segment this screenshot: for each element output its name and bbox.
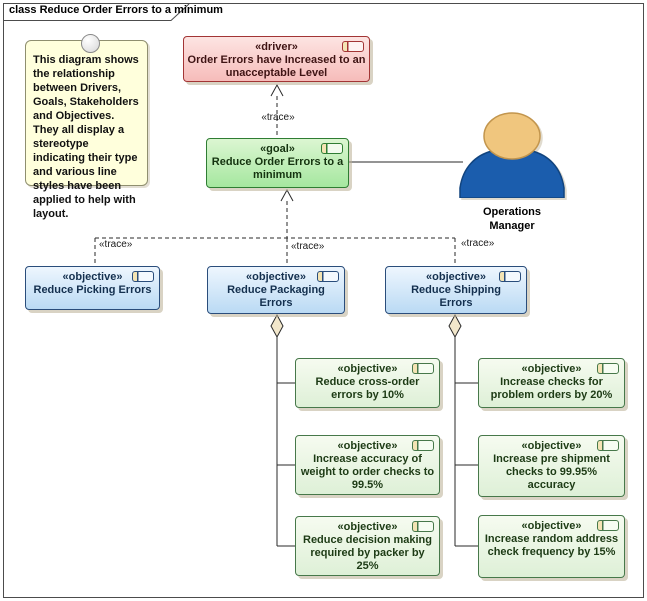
objective-name: Reduce Picking Errors xyxy=(33,284,152,296)
requirement-icon xyxy=(499,271,521,282)
trace-objectives-to-goal xyxy=(94,188,456,266)
requirement-icon xyxy=(597,520,619,531)
requirement-icon xyxy=(412,521,434,532)
driver-name: Order Errors have Increased to an unacce… xyxy=(187,54,366,79)
stereotype: «objective» xyxy=(337,363,398,375)
requirement-icon xyxy=(597,363,619,374)
stereotype: «objective» xyxy=(426,271,486,283)
stereotype: «objective» xyxy=(246,271,306,283)
actor-operations-manager[interactable]: Operations Manager xyxy=(452,112,572,233)
actor-figure-icon xyxy=(459,112,565,199)
aggregation-packaging xyxy=(270,313,295,547)
objective-decision-making-node[interactable]: «objective» Reduce decision making requi… xyxy=(295,516,440,576)
objective-name: Increase accuracy of weight to order che… xyxy=(300,453,435,491)
objective-packaging-node[interactable]: «objective» Reduce Packaging Errors xyxy=(207,266,345,314)
trace-goal-to-driver xyxy=(270,83,284,138)
trace-label: «trace» xyxy=(461,238,495,249)
driver-stereotype: «driver» xyxy=(255,41,298,53)
requirement-icon xyxy=(342,41,364,52)
requirement-icon xyxy=(321,143,343,154)
diagram-title: class Reduce Order Errors to a minimum xyxy=(9,4,223,16)
objective-random-address-node[interactable]: «objective» Increase random address chec… xyxy=(478,515,625,578)
stereotype: «objective» xyxy=(337,521,398,533)
driver-node[interactable]: «driver» Order Errors have Increased to … xyxy=(183,36,370,82)
objective-picking-node[interactable]: «objective» Reduce Picking Errors xyxy=(25,266,160,310)
requirement-icon xyxy=(412,363,434,374)
note-text: This diagram shows the relationship betw… xyxy=(33,54,139,220)
objective-weight-checks-node[interactable]: «objective» Increase accuracy of weight … xyxy=(295,435,440,495)
requirement-icon xyxy=(597,440,619,451)
note-pin-icon xyxy=(81,34,100,53)
goal-node[interactable]: «goal» Reduce Order Errors to a minimum xyxy=(206,138,349,188)
objective-name: Reduce Packaging Errors xyxy=(227,284,325,309)
goal-stereotype: «goal» xyxy=(260,143,295,155)
requirement-icon xyxy=(412,440,434,451)
objective-shipping-node[interactable]: «objective» Reduce Shipping Errors xyxy=(385,266,527,314)
aggregation-shipping xyxy=(448,313,478,547)
objective-cross-order-node[interactable]: «objective» Reduce cross-order errors by… xyxy=(295,358,440,408)
objective-name: Increase pre shipment checks to 99.95% a… xyxy=(493,453,610,491)
stereotype: «objective» xyxy=(521,363,582,375)
note-element[interactable]: This diagram shows the relationship betw… xyxy=(25,40,148,220)
objective-name: Reduce decision making required by packe… xyxy=(303,534,432,572)
objective-problem-orders-node[interactable]: «objective» Increase checks for problem … xyxy=(478,358,625,408)
stereotype: «objective» xyxy=(521,520,582,532)
objective-pre-shipment-node[interactable]: «objective» Increase pre shipment checks… xyxy=(478,435,625,497)
stereotype: «objective» xyxy=(521,440,582,452)
trace-label: «trace» xyxy=(261,112,295,123)
stereotype: «objective» xyxy=(337,440,398,452)
trace-label: «trace» xyxy=(291,241,325,252)
requirement-icon xyxy=(132,271,154,282)
objective-name: Reduce cross-order errors by 10% xyxy=(315,376,420,401)
stereotype: «objective» xyxy=(62,271,123,283)
goal-name: Reduce Order Errors to a minimum xyxy=(211,156,344,181)
trace-label: «trace» xyxy=(99,239,133,250)
objective-name: Increase random address check frequency … xyxy=(484,533,619,558)
requirement-icon xyxy=(317,271,339,282)
frame-tab-outline xyxy=(4,3,190,21)
actor-label: Operations Manager xyxy=(482,206,542,232)
objective-name: Increase checks for problem orders by 20… xyxy=(490,376,613,401)
objective-name: Reduce Shipping Errors xyxy=(411,284,501,309)
